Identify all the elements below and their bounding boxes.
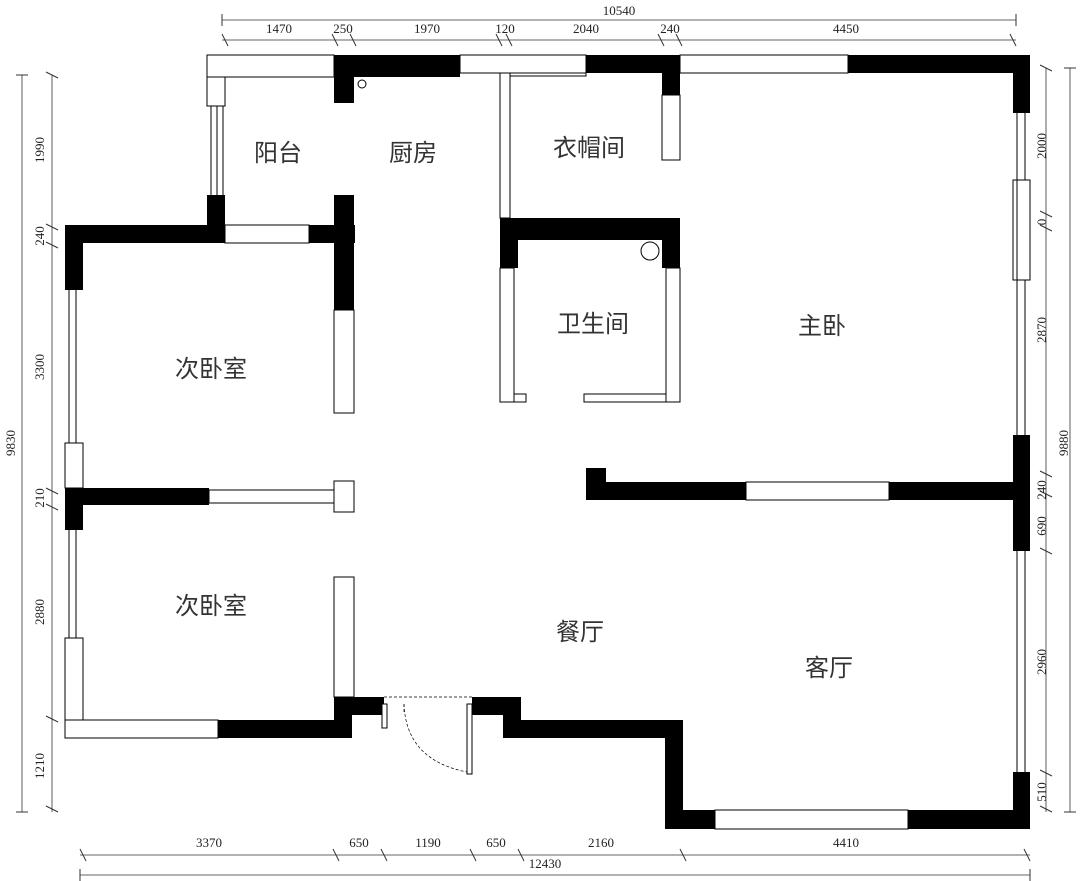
dim-top-1: 1470	[266, 21, 292, 36]
room-label-cloakroom: 衣帽间	[553, 134, 625, 162]
kitchen-pipe-icon	[357, 79, 367, 89]
dim-bottom-6: 4410	[833, 835, 859, 850]
dim-right-4: 240	[1034, 480, 1049, 500]
dim-bottom-2: 650	[349, 835, 369, 850]
dim-right-total: 9880	[1056, 430, 1071, 456]
dim-right-1: 2000	[1034, 133, 1049, 159]
room-label-kitchen: 厨房	[389, 139, 437, 167]
room-label-second-bedroom-lower: 次卧室	[175, 592, 247, 620]
dim-top-5: 2040	[573, 21, 599, 36]
fixtures	[357, 79, 660, 261]
dim-left-5: 2880	[32, 599, 47, 625]
room-label-second-bedroom-upper: 次卧室	[175, 355, 247, 383]
dim-top-7: 4450	[833, 21, 859, 36]
entry-door	[381, 696, 473, 775]
dim-bottom-5: 2160	[588, 835, 614, 850]
dim-bottom-1: 3370	[196, 835, 222, 850]
dimension-left: 9830 1990 240 3300 210 2880 1210	[3, 71, 59, 813]
dim-top-6: 240	[660, 21, 680, 36]
dimension-bottom: 3370 650 1190 650 2160 4410 12430	[79, 835, 1031, 881]
dim-right-6: 2960	[1034, 649, 1049, 675]
dim-right-7: 510	[1034, 782, 1049, 802]
dim-right-3: 2870	[1034, 317, 1049, 343]
dim-top-2: 250	[333, 21, 353, 36]
dim-bottom-total: 12430	[529, 856, 562, 871]
dimension-top: 10540 1470 250 1970 120 2040 240 4450	[221, 3, 1017, 47]
dim-bottom-3: 1190	[415, 835, 441, 850]
dim-right-2: 0	[1034, 219, 1049, 226]
room-labels: 阳台 厨房 衣帽间 卫生间 主卧 次卧室 次卧室 餐厅 客厅	[175, 134, 853, 682]
room-label-living-room: 客厅	[805, 654, 853, 682]
room-label-dining-room: 餐厅	[556, 618, 604, 646]
dim-top-4: 120	[495, 21, 515, 36]
room-label-master-bedroom: 主卧	[798, 312, 846, 340]
dim-right-5: 690	[1034, 516, 1049, 536]
dim-bottom-4: 650	[486, 835, 506, 850]
walls	[65, 55, 1030, 829]
room-label-bathroom: 卫生间	[557, 310, 629, 338]
dim-left-6: 1210	[32, 753, 47, 779]
bathroom-pipe-icon	[640, 241, 660, 261]
dim-left-total: 9830	[3, 430, 18, 456]
dim-top-3: 1970	[414, 21, 440, 36]
dimension-right: 2000 0 2870 240 690 2960 510 9880	[1034, 64, 1076, 813]
room-label-balcony: 阳台	[254, 139, 302, 167]
dim-left-3: 3300	[32, 354, 47, 380]
dim-left-2: 240	[32, 226, 47, 246]
dim-top-total: 10540	[603, 3, 636, 18]
dim-left-4: 210	[32, 488, 47, 508]
windows-partitions	[64, 54, 1031, 830]
dim-left-1: 1990	[32, 137, 47, 163]
